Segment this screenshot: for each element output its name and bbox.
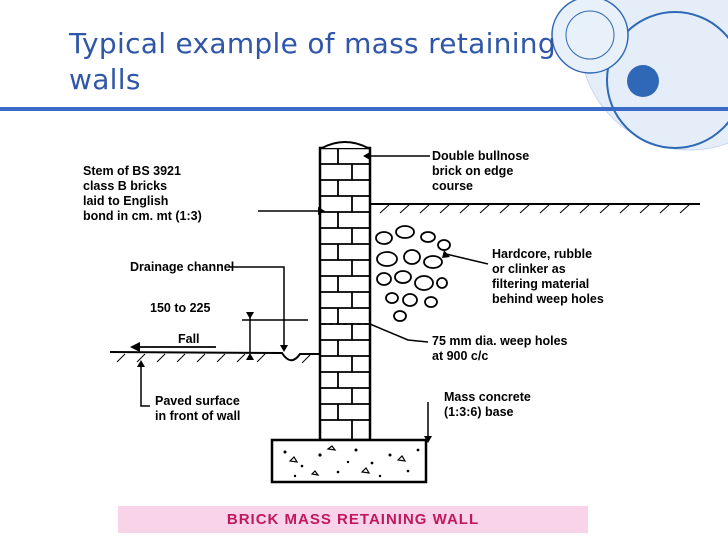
label-weep-1: 75 mm dia. weep holes: [432, 334, 568, 348]
paved-surface-hatch: [116, 353, 311, 364]
label-hardcore-2: or clinker as: [492, 262, 566, 276]
label-paved-2: in front of wall: [155, 409, 240, 423]
diagram-caption: BRICK MASS RETAINING WALL: [118, 506, 588, 533]
bullnose-coping: [321, 141, 369, 149]
label-fall: Fall: [178, 332, 200, 346]
label-hardcore-3: filtering material: [492, 277, 589, 291]
hardcore-rubble: [375, 225, 451, 322]
label-bullnose-1: Double bullnose: [432, 149, 529, 163]
concrete-base: [270, 438, 428, 484]
label-paved-1: Paved surface: [155, 394, 240, 408]
retained-soil-hatch: [379, 203, 691, 214]
title-divider: [0, 107, 728, 111]
label-concrete-2: (1:3:6) base: [444, 405, 514, 419]
label-hardcore-1: Hardcore, rubble: [492, 247, 592, 261]
label-stem-3: laid to English: [83, 194, 168, 208]
dimension-marker: [242, 312, 308, 352]
label-concrete-1: Mass concrete: [444, 390, 531, 404]
slide-title: Typical example of mass retaining walls: [69, 27, 556, 96]
leader-lines: [140, 155, 489, 438]
label-weep-2: at 900 c/c: [432, 349, 488, 363]
leader-arrowheads: [137, 152, 450, 443]
label-bullnose-2: brick on edge: [432, 164, 513, 178]
fall-arrow-head: [130, 342, 140, 352]
brick-courses: [320, 148, 370, 440]
label-stem-1: Stem of BS 3921: [83, 164, 181, 178]
label-stem-4: bond in cm. mt (1:3): [83, 209, 202, 223]
label-bullnose-3: course: [432, 179, 473, 193]
brick-stem: [318, 141, 372, 442]
label-stem-2: class B bricks: [83, 179, 167, 193]
label-drainage: Drainage channel: [130, 260, 234, 274]
label-hardcore-4: behind weep holes: [492, 292, 604, 306]
label-dimension: 150 to 225: [150, 301, 211, 315]
paved-surface-line: [109, 351, 320, 362]
